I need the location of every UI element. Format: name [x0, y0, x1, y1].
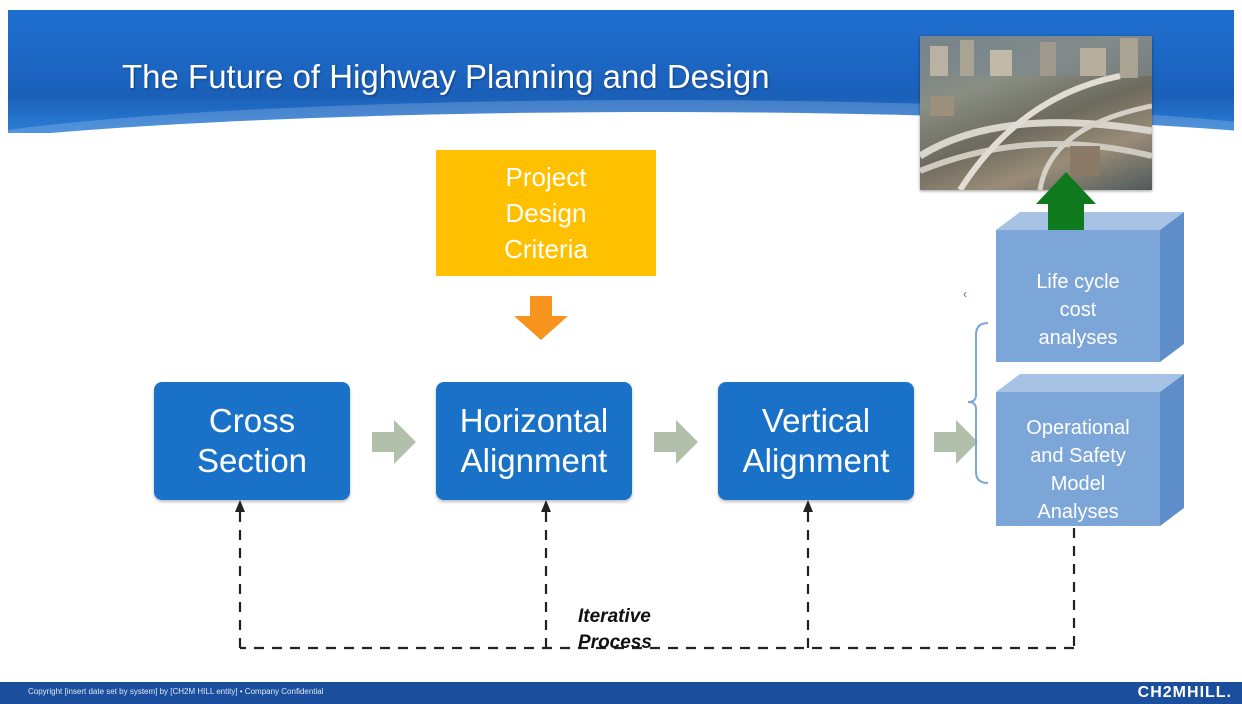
horizontal-alignment-line-1: Horizontal	[459, 402, 609, 439]
life-cycle-line-3: analyses	[1038, 327, 1118, 349]
up-arrow	[1036, 172, 1096, 230]
iterative-line-2: Process	[578, 632, 652, 653]
analyses-bracket	[967, 322, 989, 484]
operational-safety-label: Operational and Safety Model Analyses	[996, 414, 1160, 526]
step-arrow-1	[372, 420, 416, 464]
life-cycle-cost-label: Life cycle cost analyses	[996, 268, 1160, 352]
horizontal-alignment-line-2: Alignment	[460, 442, 608, 479]
operational-line-2: and Safety	[1030, 445, 1126, 467]
operational-safety-cube	[996, 374, 1184, 526]
iterative-process-label: Iterative Process	[578, 604, 652, 656]
iterative-loop	[238, 512, 1076, 650]
criteria-line-1: Project	[505, 162, 587, 192]
vertical-alignment-line-1: Vertical	[761, 402, 871, 439]
step-arrow-2	[654, 420, 698, 464]
loop-arrowhead-3	[803, 500, 813, 512]
cross-section-box: Cross Section	[154, 382, 350, 500]
small-mark: ‹	[963, 287, 967, 301]
step-arrow-3	[934, 420, 978, 464]
life-cycle-line-1: Life cycle	[1036, 271, 1120, 293]
slide-title: The Future of Highway Planning and Desig…	[122, 58, 770, 95]
cross-section-line-2: Section	[196, 442, 308, 479]
horizontal-alignment-box: Horizontal Alignment	[436, 382, 632, 500]
loop-arrowhead-2	[541, 500, 551, 512]
copyright-text: Copyright [insert date set by system] by…	[28, 687, 324, 696]
vertical-alignment-box: Vertical Alignment	[718, 382, 914, 500]
company-logo: CH2MHILL.	[1137, 684, 1232, 701]
life-cycle-line-2: cost	[1059, 299, 1097, 321]
loop-arrowhead-1	[235, 500, 245, 512]
project-design-criteria-box: Project Design Criteria	[436, 150, 656, 276]
operational-line-1: Operational	[1026, 417, 1130, 439]
cross-section-line-1: Cross	[208, 402, 296, 439]
iterative-line-1: Iterative	[578, 606, 651, 627]
life-cycle-cost-cube	[996, 212, 1184, 362]
highway-interchange-photo	[920, 36, 1152, 190]
footer-bar: Copyright [insert date set by system] by…	[0, 682, 1242, 704]
criteria-line-3: Criteria	[504, 234, 588, 264]
criteria-line-2: Design	[505, 198, 587, 228]
vertical-alignment-line-2: Alignment	[742, 442, 890, 479]
criteria-down-arrow	[514, 296, 568, 340]
operational-line-4: Analyses	[1037, 501, 1119, 523]
operational-line-3: Model	[1050, 473, 1106, 495]
